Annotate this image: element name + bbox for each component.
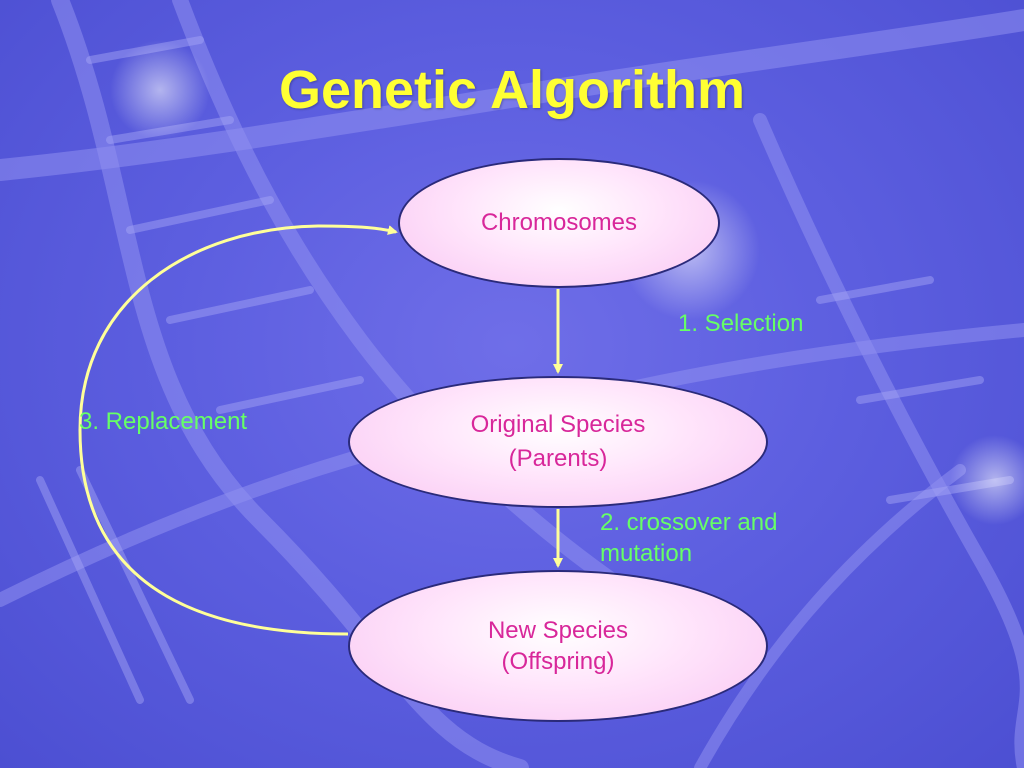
- original-species-label: Original Species (Parents): [470, 411, 646, 472]
- new-species-label: New Species (Offspring): [487, 617, 629, 675]
- new-species-node: New Species (Offspring): [348, 570, 768, 722]
- slide-title: Genetic Algorithm: [278, 60, 746, 120]
- step-crossover-label: 2. crossover and mutation: [600, 509, 778, 567]
- original-species-node: Original Species (Parents): [348, 376, 768, 508]
- step-selection-label: 1. Selection: [678, 310, 804, 337]
- step-replacement-label: 3. Replacement: [79, 408, 248, 435]
- chromosomes-node: Chromosomes: [398, 158, 720, 288]
- chromosomes-label: Chromosomes: [480, 209, 638, 236]
